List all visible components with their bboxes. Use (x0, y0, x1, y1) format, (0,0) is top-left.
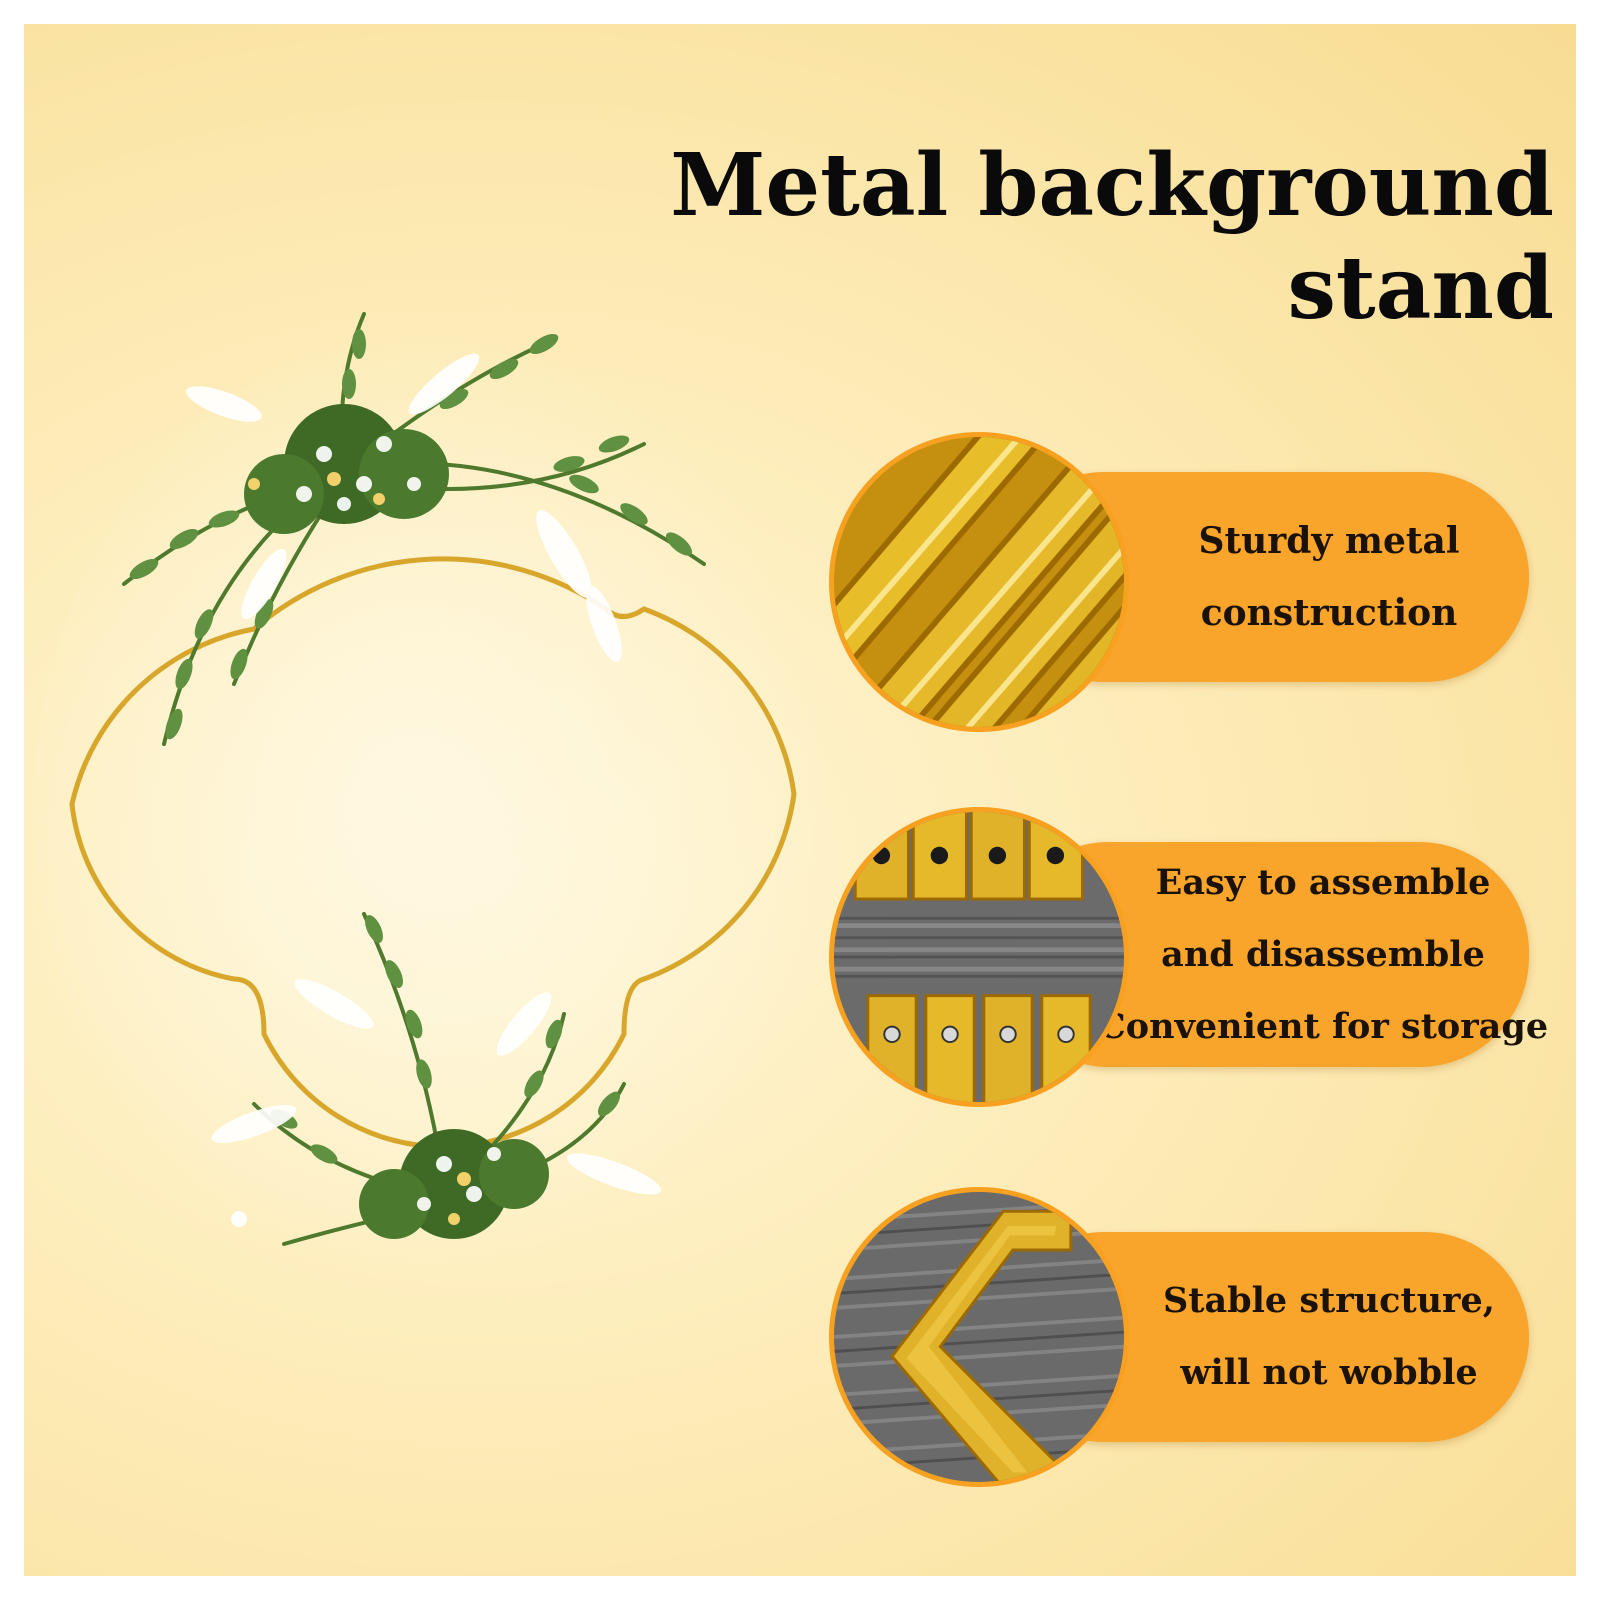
corner-joint-icon (829, 1187, 1129, 1487)
feature-line: construction (1200, 592, 1458, 634)
metal-tubes-icon (829, 432, 1129, 732)
floral-decoration-top (122, 312, 706, 746)
feature-text: Sturdy metal construction (1129, 472, 1529, 682)
feature-line: Stable structure, (1163, 1280, 1495, 1321)
page-title: Metal background stand (670, 135, 1554, 340)
feature-item-assembly: Easy to assemble and disassemble Conveni… (829, 807, 1548, 1107)
feature-line: Convenient for storage (1097, 1005, 1549, 1047)
product-banner: Metal background stand Sturdy metal cons… (24, 24, 1576, 1576)
feature-line: Sturdy metal (1198, 520, 1460, 562)
feature-text: Easy to assemble and disassemble Conveni… (1098, 842, 1548, 1067)
connector-tubes-icon (829, 807, 1129, 1107)
feature-text: Stable structure, will not wobble (1129, 1232, 1529, 1442)
feature-item-sturdy: Sturdy metal construction (829, 432, 1529, 732)
floral-decoration-bottom (211, 912, 662, 1246)
feature-item-stable: Stable structure, will not wobble (829, 1187, 1529, 1487)
feature-line: Easy to assemble (1155, 861, 1491, 903)
feature-line: will not wobble (1180, 1352, 1478, 1393)
gold-arch-frame (34, 312, 874, 1284)
feature-line: and disassemble (1161, 933, 1485, 975)
